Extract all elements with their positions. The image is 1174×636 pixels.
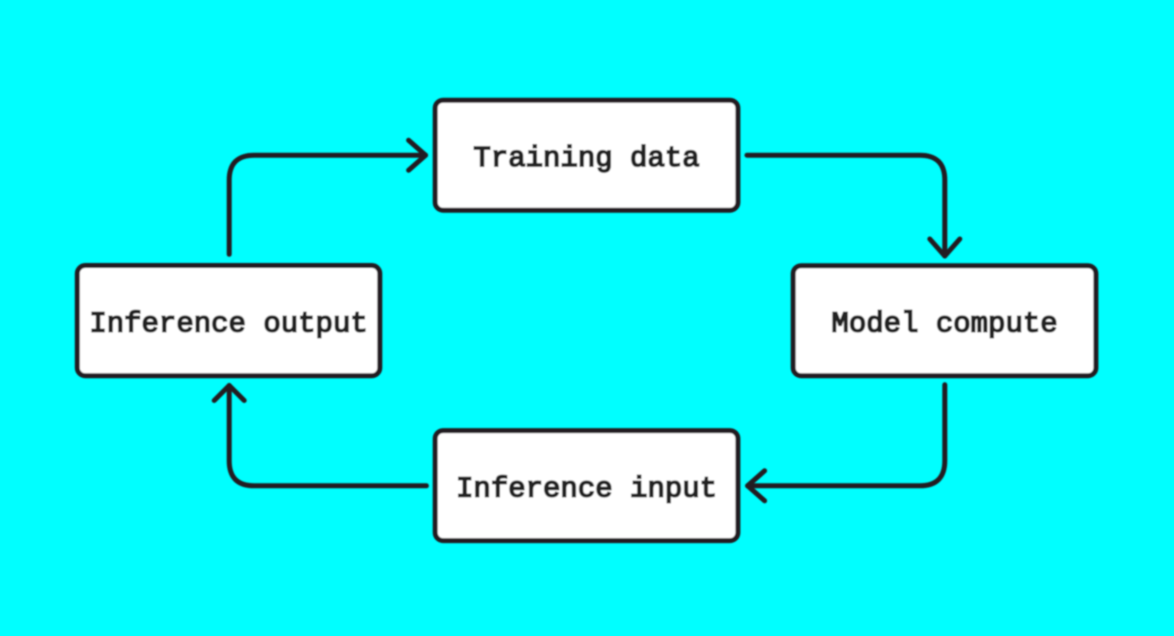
svg-text:Inference input: Inference input	[456, 473, 717, 506]
svg-text:Inference output: Inference output	[89, 308, 367, 341]
svg-text:Training data: Training data	[473, 142, 699, 175]
svg-text:Model compute: Model compute	[831, 308, 1057, 341]
